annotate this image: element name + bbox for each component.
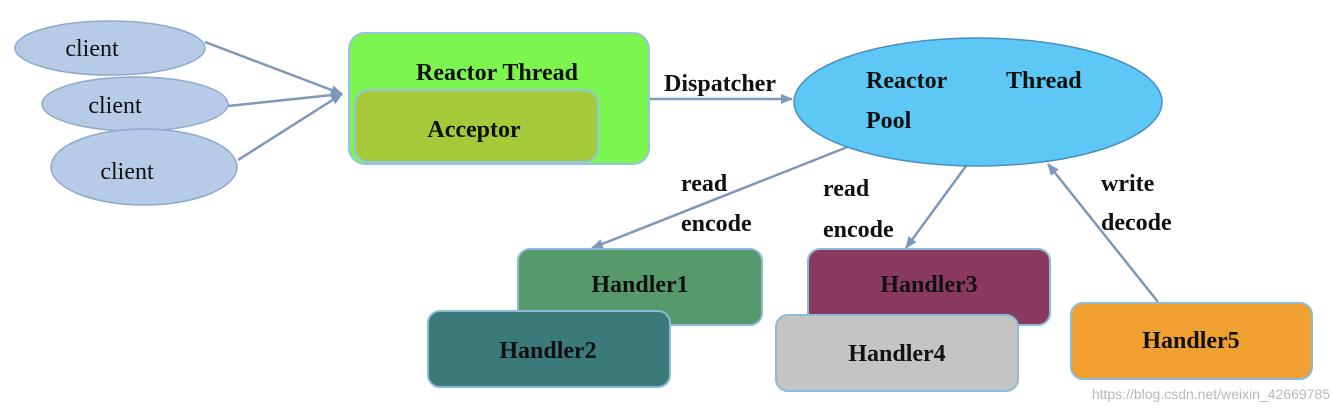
handler5-label: Handler5	[1142, 328, 1239, 354]
handler3-label: Handler3	[880, 272, 977, 298]
acceptor-label: Acceptor	[427, 117, 521, 143]
edge-label-read-left: read	[681, 171, 728, 197]
edge-label-read-mid: read	[823, 176, 870, 202]
client-node-2: client	[41, 76, 229, 132]
acceptor-node	[354, 89, 599, 163]
handler4-node: Handler4	[775, 314, 1019, 392]
arrow-handler5-to-pool	[1047, 163, 1159, 303]
pool-label-reactor: Reactor	[866, 68, 948, 94]
handler2-node: Handler2	[427, 310, 671, 388]
client-node-3: client	[50, 128, 238, 206]
handler3-node: Handler3	[807, 248, 1051, 326]
arrow-client3-to-reactor	[237, 92, 343, 162]
edge-label-encode-mid: encode	[823, 217, 894, 243]
handler5-node: Handler5	[1070, 302, 1313, 380]
client-label: client	[100, 159, 154, 185]
client-label: client	[65, 36, 119, 62]
dispatcher-label: Dispatcher	[664, 71, 776, 97]
client-label: client	[88, 93, 142, 119]
arrow-client1-to-reactor	[204, 40, 343, 96]
pool-label-thread: Thread	[1006, 68, 1082, 94]
handler2-label: Handler2	[499, 338, 596, 364]
handler1-label: Handler1	[591, 272, 688, 298]
arrow-pool-to-handler3	[904, 165, 968, 249]
handler4-label: Handler4	[848, 341, 945, 367]
edge-label-decode: decode	[1101, 210, 1172, 236]
edge-label-write: write	[1101, 171, 1155, 197]
arrow-pool-to-handler1	[591, 144, 851, 250]
arrow-client2-to-reactor	[227, 90, 343, 108]
reactor-thread-pool-node: Reactor Thread Pool	[793, 37, 1163, 167]
edge-label-encode-left: encode	[681, 211, 752, 237]
pool-label-pool: Pool	[866, 108, 912, 134]
reactor-thread-label: Reactor Thread	[416, 60, 579, 86]
watermark-text: https://blog.csdn.net/weixin_42669785	[1092, 386, 1330, 402]
client-node-1: client	[14, 20, 206, 76]
reactor-thread-node: Reactor Thread Acceptor	[348, 32, 650, 165]
